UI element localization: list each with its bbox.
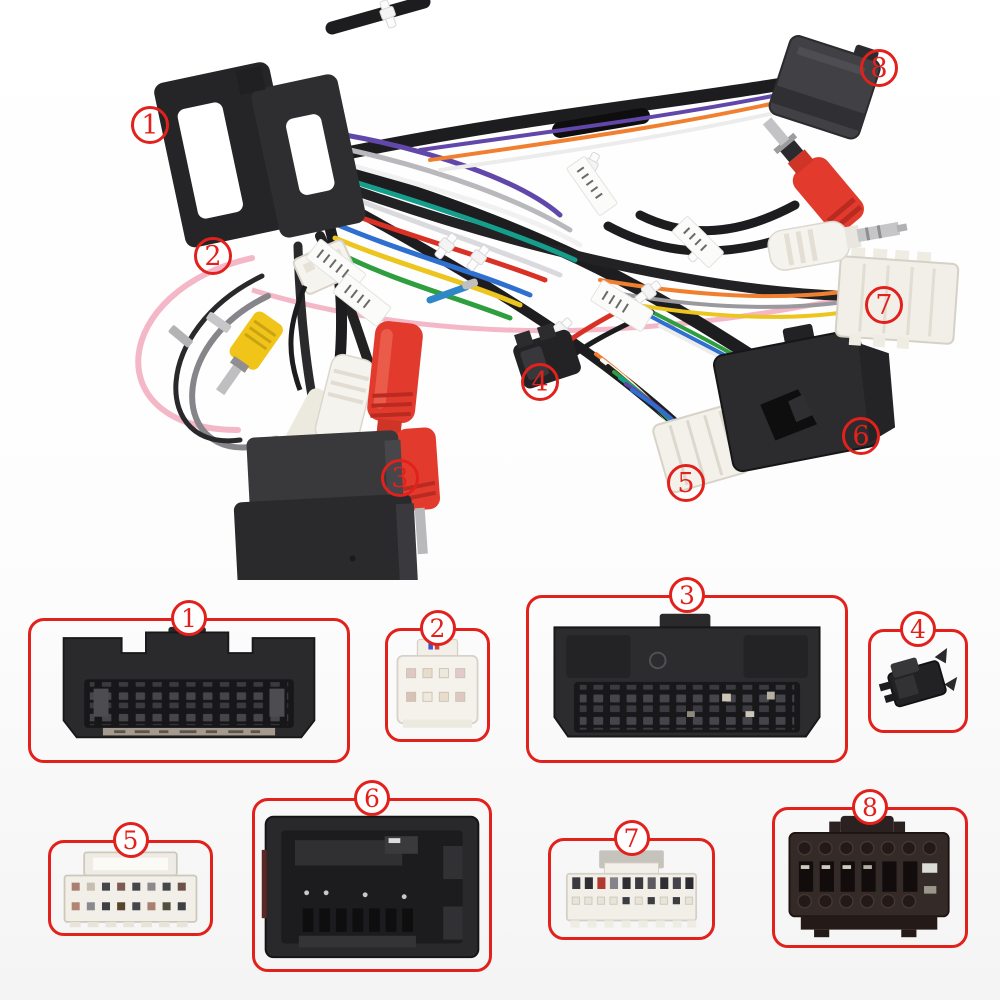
photo-callout-7: 7 [865, 286, 903, 324]
connector-face-1 [62, 626, 316, 739]
photo-callout-6: 6 [842, 417, 880, 455]
connector-face-8 [788, 815, 950, 938]
grid-callout-1: 1 [171, 600, 207, 636]
grid-callout-5: 5 [112, 822, 149, 858]
grid-item-8: 8 [772, 789, 968, 948]
connector-3 [233, 430, 418, 580]
photo-callout-1: 1 [131, 106, 169, 144]
grid-callout-3: 3 [669, 577, 705, 613]
wire-fan [330, 132, 583, 321]
connector-2-wire [288, 284, 308, 391]
rca-yellow [216, 311, 283, 396]
photo-callout-5: 5 [667, 464, 705, 502]
connector-face-7 [565, 850, 698, 928]
grid-item-3: 3 [526, 577, 848, 763]
rca-red-top [762, 117, 864, 233]
connector-face-5 [63, 851, 198, 928]
antenna-wire-loop [168, 273, 265, 444]
photo-callout-4: 4 [521, 363, 559, 401]
grid-item-2: 2 [385, 610, 490, 742]
connector-face-3 [553, 613, 821, 738]
rca-white-right [767, 220, 908, 271]
harness-photo-art [135, 0, 960, 580]
grid-item-4: 4 [868, 611, 968, 733]
grid-item-5: 5 [48, 822, 213, 936]
photo-callout-8: 8 [860, 49, 898, 87]
grid-callout-7: 7 [613, 820, 650, 856]
grid-item-1: 1 [28, 600, 350, 763]
grid-callout-6: 6 [354, 780, 390, 816]
grid-item-7: 7 [548, 820, 715, 940]
connector-face-2 [396, 638, 479, 728]
connector-face-4 [878, 648, 958, 708]
grid-item-6: 6 [252, 780, 492, 972]
wire-label-tags [306, 156, 724, 332]
photo-callout-3: 3 [381, 459, 419, 497]
grid-callout-4: 4 [900, 611, 936, 647]
connector-6 [712, 323, 896, 473]
grid-callout-8: 8 [852, 789, 888, 825]
blue-capped-wire [426, 278, 479, 304]
connector-1 [154, 62, 366, 248]
connector-face-6 [261, 815, 480, 959]
photo-callout-2: 2 [194, 237, 232, 275]
grid-callout-2: 2 [419, 610, 456, 646]
